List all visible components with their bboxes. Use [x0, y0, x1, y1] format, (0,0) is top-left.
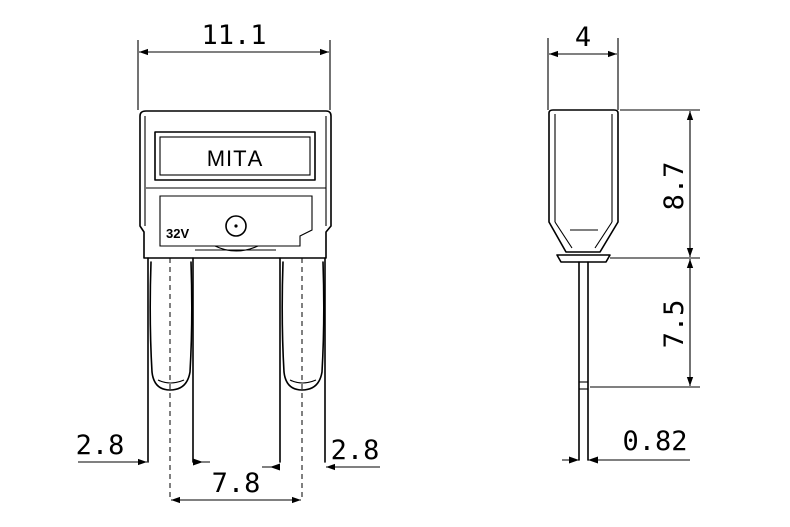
dim-body-height: 8.7 — [610, 109, 700, 259]
right-blade — [279, 257, 326, 500]
test-point-icon — [225, 215, 247, 237]
dim-blade-length-label: 7.5 — [659, 300, 690, 349]
dim-body-height-label: 8.7 — [659, 162, 690, 211]
dim-blade-thickness-label: 0.82 — [622, 426, 687, 457]
dim-blade-left: 2.8 — [76, 430, 210, 466]
dim-overall-width-label: 11.1 — [201, 20, 266, 51]
dim-blade-left-label: 2.8 — [76, 430, 125, 461]
side-body — [548, 109, 619, 263]
left-blade — [147, 257, 194, 500]
side-blade — [578, 261, 589, 461]
dim-overall-width: 11.1 — [137, 20, 331, 110]
side-view: 4 8.7 7.5 — [547, 22, 700, 464]
dim-blade-spacing: 7.8 — [171, 468, 301, 504]
body-marking: MIТA — [207, 146, 264, 171]
dim-blade-right: 2.8 — [262, 435, 380, 471]
dim-blade-right-label: 2.8 — [331, 435, 380, 466]
dim-blade-thickness: 0.82 — [562, 426, 690, 464]
fuse-body: MIТA 32V — [139, 110, 332, 259]
dim-blade-spacing-label: 7.8 — [212, 468, 261, 499]
dim-blade-length: 7.5 — [590, 259, 700, 388]
dim-thickness: 4 — [547, 22, 619, 110]
front-view: 11.1 MIТA 32V — [76, 20, 380, 504]
dim-thickness-label: 4 — [575, 22, 591, 53]
voltage-label: 32V — [166, 226, 189, 241]
